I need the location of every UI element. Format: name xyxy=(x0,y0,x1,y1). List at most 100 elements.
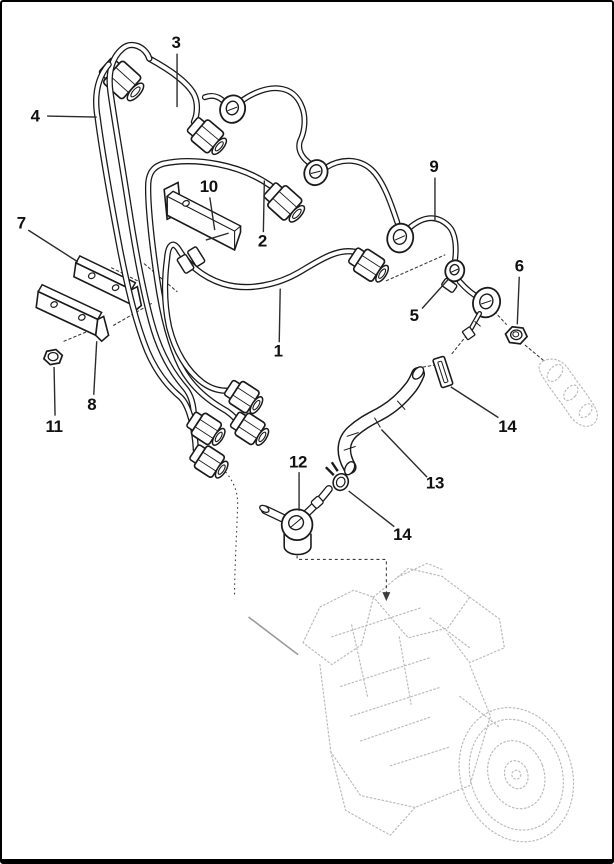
hose-clamp xyxy=(325,461,350,492)
assembly-dash-line xyxy=(143,263,178,293)
flange-nut xyxy=(42,348,64,366)
ghost-flywheel-hub xyxy=(511,769,522,780)
hose-clip xyxy=(432,355,454,389)
ghost-engine-edge-line xyxy=(247,616,299,656)
callout-10: 10 xyxy=(200,177,229,241)
ghost-injector-ring xyxy=(563,384,579,402)
assembly-dash-line xyxy=(450,334,468,356)
fuel-pipe-3 xyxy=(106,41,198,422)
callout-label: 13 xyxy=(426,474,444,493)
leader-line xyxy=(27,229,79,263)
pump-nut xyxy=(223,379,264,415)
bolt-washer-line xyxy=(474,321,481,327)
banjo-ring xyxy=(386,222,415,254)
ghost-flywheel xyxy=(503,760,529,790)
locator-arrowhead xyxy=(382,592,391,602)
leak-off-pipe xyxy=(201,92,228,106)
hose-mold-line xyxy=(346,432,359,437)
ghost-flywheel xyxy=(468,718,564,831)
leader-line xyxy=(93,341,98,395)
ghost-engine-outline xyxy=(372,567,471,639)
callout-5: 5 xyxy=(410,278,450,325)
assembly-dash-line xyxy=(524,344,544,361)
leader-line xyxy=(380,429,428,478)
union-nut xyxy=(504,325,529,345)
pump-nut xyxy=(229,411,270,446)
clamp-plate-upper xyxy=(73,254,143,312)
locator-dotted-path xyxy=(222,467,239,596)
banjo-bolt-head xyxy=(461,326,476,341)
union-nut-hole xyxy=(512,331,520,338)
callout-label: 14 xyxy=(393,525,412,544)
ghost-engine-outline xyxy=(429,617,471,649)
callout-label: 2 xyxy=(258,232,267,251)
leak-off-pipe xyxy=(406,215,459,265)
banjo-fitting xyxy=(259,485,333,556)
fuel-pipe-4 xyxy=(93,61,200,454)
leader-line xyxy=(47,115,97,118)
ghost-flywheel xyxy=(458,707,575,843)
leader-line xyxy=(278,288,281,343)
callout-label: 10 xyxy=(200,177,218,196)
ghost-engine-outline xyxy=(340,657,431,688)
callout-label: 8 xyxy=(87,395,96,414)
injector-nut xyxy=(348,247,390,283)
ghost-injector-ring xyxy=(546,363,564,383)
clamp-plate-lower xyxy=(35,283,110,343)
fuel-return-hose xyxy=(337,366,426,476)
assembly-dash-line xyxy=(385,254,446,282)
callout-9: 9 xyxy=(429,157,439,221)
callout-label: 11 xyxy=(45,417,62,436)
leader-line xyxy=(262,180,266,233)
ghost-injector-ring xyxy=(578,403,593,419)
ghost-engine-outline xyxy=(459,695,501,728)
pump-nut xyxy=(189,444,229,479)
injector-nut xyxy=(98,57,145,102)
leader-line xyxy=(209,197,216,231)
hose-mold-line xyxy=(396,400,406,410)
callout-14: 14 xyxy=(450,386,518,436)
callout-14: 14 xyxy=(348,490,413,544)
callout-label: 4 xyxy=(31,107,41,126)
callout-2: 2 xyxy=(258,180,267,251)
pipe-clip xyxy=(176,246,206,274)
callout-label: 1 xyxy=(274,342,283,361)
callout-11: 11 xyxy=(45,367,63,436)
callout-label: 5 xyxy=(410,306,419,325)
hose-mold-line xyxy=(343,445,356,451)
hose-mold-line xyxy=(374,417,381,428)
ghost-engine-outline xyxy=(359,716,431,742)
assembly-dash-line xyxy=(493,310,507,325)
ghost-flywheel xyxy=(487,740,546,810)
callout-label: 3 xyxy=(172,33,181,52)
sealing-washer xyxy=(444,259,466,283)
fuel-pipe-3 xyxy=(146,55,201,126)
banjo-ring xyxy=(472,286,502,319)
callout-4: 4 xyxy=(31,107,97,126)
callout-3: 3 xyxy=(172,33,181,108)
banjo-ring xyxy=(303,159,329,187)
callout-13: 13 xyxy=(380,429,444,493)
ghost-engine-outline xyxy=(350,686,441,717)
locator-dash-path xyxy=(296,543,387,594)
callout-8: 8 xyxy=(87,341,98,414)
fuel-pipe-1 xyxy=(161,241,359,394)
callout-label: 7 xyxy=(17,214,26,233)
callout-7: 7 xyxy=(17,214,79,263)
leader-line xyxy=(53,367,56,416)
ghost-engine-outline xyxy=(447,596,506,664)
ghost-engine-outline xyxy=(319,663,492,809)
leader-line xyxy=(348,490,395,528)
ghost-injector xyxy=(538,358,598,427)
callout-label: 14 xyxy=(498,417,517,436)
callout-label: 9 xyxy=(429,157,438,176)
leader-line xyxy=(450,386,499,419)
assembly-dash-line xyxy=(422,364,436,368)
parts-art-layer xyxy=(35,41,529,556)
injector-nut xyxy=(263,182,306,223)
leader-line xyxy=(421,278,450,309)
banjo-ring xyxy=(219,94,247,124)
callout-12: 12 xyxy=(289,453,307,511)
